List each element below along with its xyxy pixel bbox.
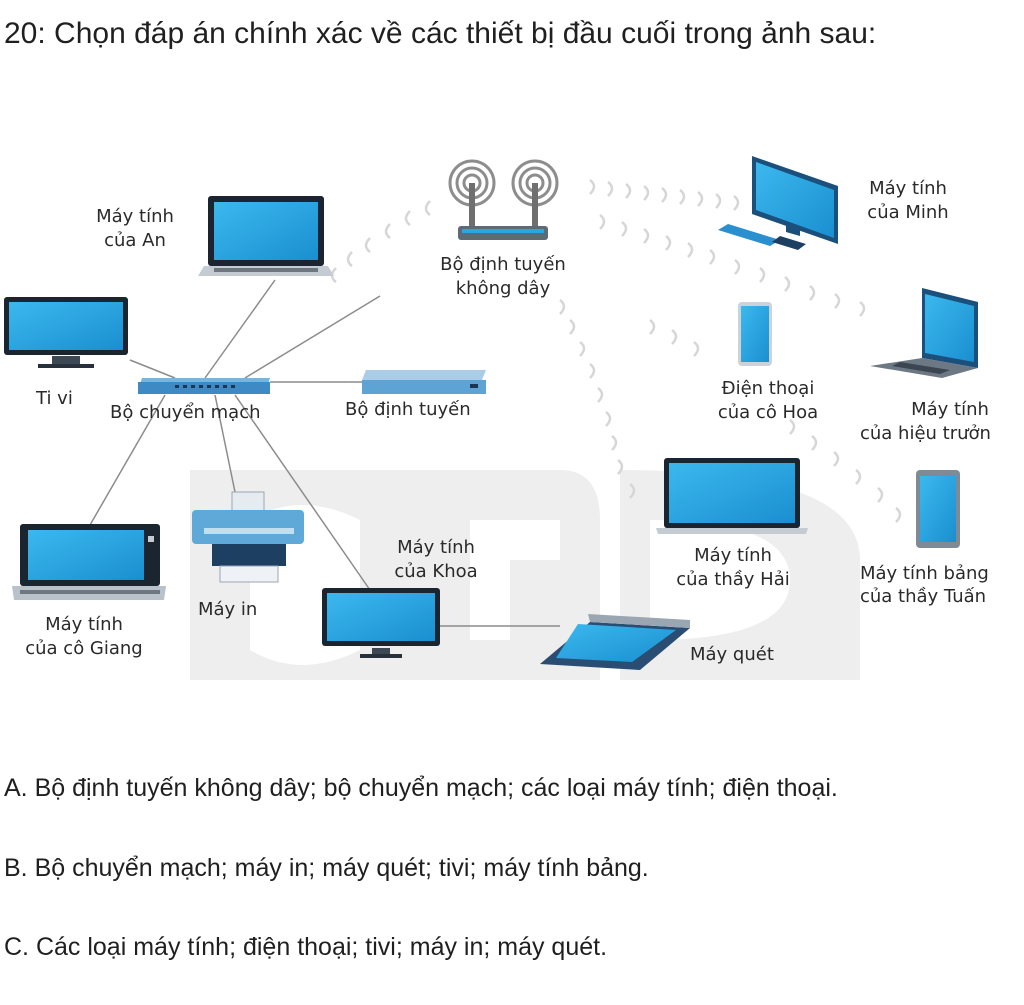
phone-hoa (738, 302, 772, 366)
monitor-khoa (322, 588, 440, 658)
label-monitor-khoa-line2: của Khoa (394, 561, 477, 582)
label-scanner: Máy quét (690, 644, 774, 665)
tv (4, 297, 128, 368)
label-switch: Bộ chuyển mạch (110, 402, 261, 423)
label-printer: Máy in (198, 599, 257, 620)
printer (192, 491, 304, 583)
label-laptop-an-line2: của An (104, 230, 166, 251)
label-desktop-minh-line2: của Minh (867, 202, 948, 223)
label-laptop-principal-line2: của hiệu trưởn (860, 423, 991, 444)
laptop-principal (870, 288, 978, 378)
scanner (540, 614, 690, 670)
network-switch (138, 378, 270, 394)
network-diagram: Máy tính của An Bộ định tuyến không dây … (0, 140, 1024, 685)
label-monitor-khoa-line1: Máy tính (397, 537, 475, 558)
laptop-co-giang (12, 524, 166, 600)
label-laptop-thay-hai-line1: Máy tính (694, 545, 772, 566)
option-a[interactable]: A. Bộ định tuyến không dây; bộ chuyển mạ… (4, 774, 838, 802)
router (362, 370, 486, 394)
question-text: 20: Chọn đáp án chính xác về các thiết b… (4, 17, 877, 50)
label-phone-hoa-line2: của cô Hoa (718, 402, 818, 423)
label-wireless-router-line2: không dây (456, 278, 551, 299)
label-tv: Ti vi (35, 388, 73, 409)
label-tablet-line2: của thầy Tuấn (860, 586, 986, 607)
option-c[interactable]: C. Các loại máy tính; điện thoại; tivi; … (4, 933, 608, 961)
label-laptop-an-line1: Máy tính (96, 206, 174, 227)
network-diagram-svg: Máy tính của An Bộ định tuyến không dây … (4, 156, 991, 680)
label-phone-hoa-line1: Điện thoại (722, 378, 815, 399)
option-b[interactable]: B. Bộ chuyển mạch; máy in; máy quét; tiv… (4, 854, 649, 882)
label-router: Bộ định tuyến (345, 399, 471, 420)
label-tablet-line1: Máy tính bảng (860, 563, 989, 584)
wireless-router (448, 159, 559, 240)
laptop-an (198, 196, 334, 276)
desktop-minh (718, 156, 838, 250)
label-laptop-principal-line1: Máy tính (911, 399, 989, 420)
laptop-thay-hai (656, 458, 808, 534)
network-cables (89, 279, 560, 627)
label-wireless-router-line1: Bộ định tuyến (440, 254, 566, 275)
label-laptop-giang-line2: của cô Giang (25, 638, 143, 659)
wireless-signal-waves (330, 179, 902, 523)
label-laptop-giang-line1: Máy tính (45, 614, 123, 635)
tablet-thay-tuan (916, 470, 960, 548)
label-laptop-thay-hai-line2: của thầy Hải (676, 569, 790, 590)
label-desktop-minh-line1: Máy tính (869, 178, 947, 199)
